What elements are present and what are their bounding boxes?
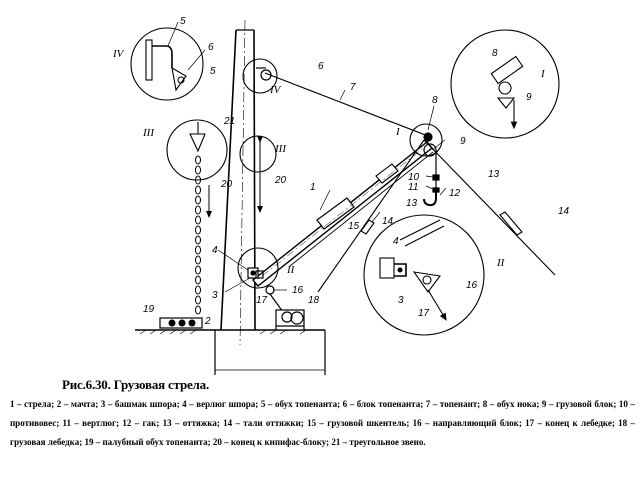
label-17: 17 xyxy=(256,295,268,306)
view-label-III-detail: III xyxy=(142,127,155,139)
label-3: 3 xyxy=(212,290,218,301)
label-4: 4 xyxy=(212,245,218,256)
boom-head-assembly xyxy=(289,132,440,267)
view-label-I-detail: I xyxy=(540,68,546,80)
label-18: 18 xyxy=(308,295,320,306)
label-9: 9 xyxy=(460,136,466,147)
detail-mark-II xyxy=(237,247,279,289)
detail-circle-III xyxy=(166,119,228,181)
view-label-II-detail: II xyxy=(496,257,506,269)
label-6: 6 xyxy=(318,61,324,72)
label-12: 12 xyxy=(449,188,461,199)
guys xyxy=(317,139,556,293)
label-19: 19 xyxy=(143,304,155,315)
label-8: 8 xyxy=(432,95,438,106)
label-20-b: 20 xyxy=(274,175,287,186)
label-16-detail: 16 xyxy=(466,280,478,291)
figure-title: Рис.6.30. Грузовая стрела. xyxy=(62,377,209,392)
label-20-a: 20 xyxy=(220,179,233,190)
label-16: 16 xyxy=(292,285,304,296)
detail-mark-I xyxy=(409,123,443,157)
detail-mark-IV xyxy=(242,58,278,94)
label-21: 21 xyxy=(223,116,235,127)
label-5-detail: 5 xyxy=(180,16,186,27)
label-15: 15 xyxy=(348,221,360,232)
arrows xyxy=(206,136,263,218)
label-10: 10 xyxy=(408,172,420,183)
chain xyxy=(195,155,201,315)
label-14-a: 14 xyxy=(382,216,394,227)
detail-mark-III xyxy=(239,135,277,173)
label-4-detail: 4 xyxy=(393,236,399,247)
label-17-detail: 17 xyxy=(418,308,430,319)
topping-lift xyxy=(256,67,429,137)
label-14-b: 14 xyxy=(558,206,570,217)
heel-and-winch xyxy=(247,267,305,331)
label-6-detail: 6 xyxy=(208,42,214,53)
callout-labels: 5 6 5 6 7 8 9 10 11 12 13 13 14 14 15 1 … xyxy=(143,16,570,327)
label-13-b: 13 xyxy=(488,169,500,180)
detail-circle-IV xyxy=(130,27,204,101)
detail-circle-II xyxy=(363,214,485,336)
label-13-a: 13 xyxy=(406,198,418,209)
leader-lines xyxy=(167,21,447,293)
label-1: 1 xyxy=(310,182,316,193)
view-label-I: I xyxy=(395,126,401,138)
view-label-IV: IV xyxy=(269,84,282,96)
view-labels: IV IV III III I I II II xyxy=(112,48,546,276)
deck xyxy=(135,329,326,375)
chain-and-eyeplate xyxy=(159,155,203,329)
figure-legend: 1 – стрела; 2 – мачта; 3 – башмак шпора;… xyxy=(10,399,635,447)
label-5: 5 xyxy=(210,66,216,77)
label-9-detail: 9 xyxy=(526,92,532,103)
view-label-II: II xyxy=(286,264,296,276)
label-7: 7 xyxy=(350,82,356,93)
view-label-IV-detail: IV xyxy=(112,48,125,60)
label-3-detail: 3 xyxy=(398,295,404,306)
label-8-detail: 8 xyxy=(492,48,498,59)
label-2: 2 xyxy=(204,316,211,327)
label-11: 11 xyxy=(408,182,418,193)
cargo-boom-diagram: 5 6 5 6 7 8 9 10 11 12 13 13 14 14 15 1 … xyxy=(112,16,570,375)
detail-circle-I xyxy=(450,29,560,139)
view-label-III: III xyxy=(274,143,287,155)
